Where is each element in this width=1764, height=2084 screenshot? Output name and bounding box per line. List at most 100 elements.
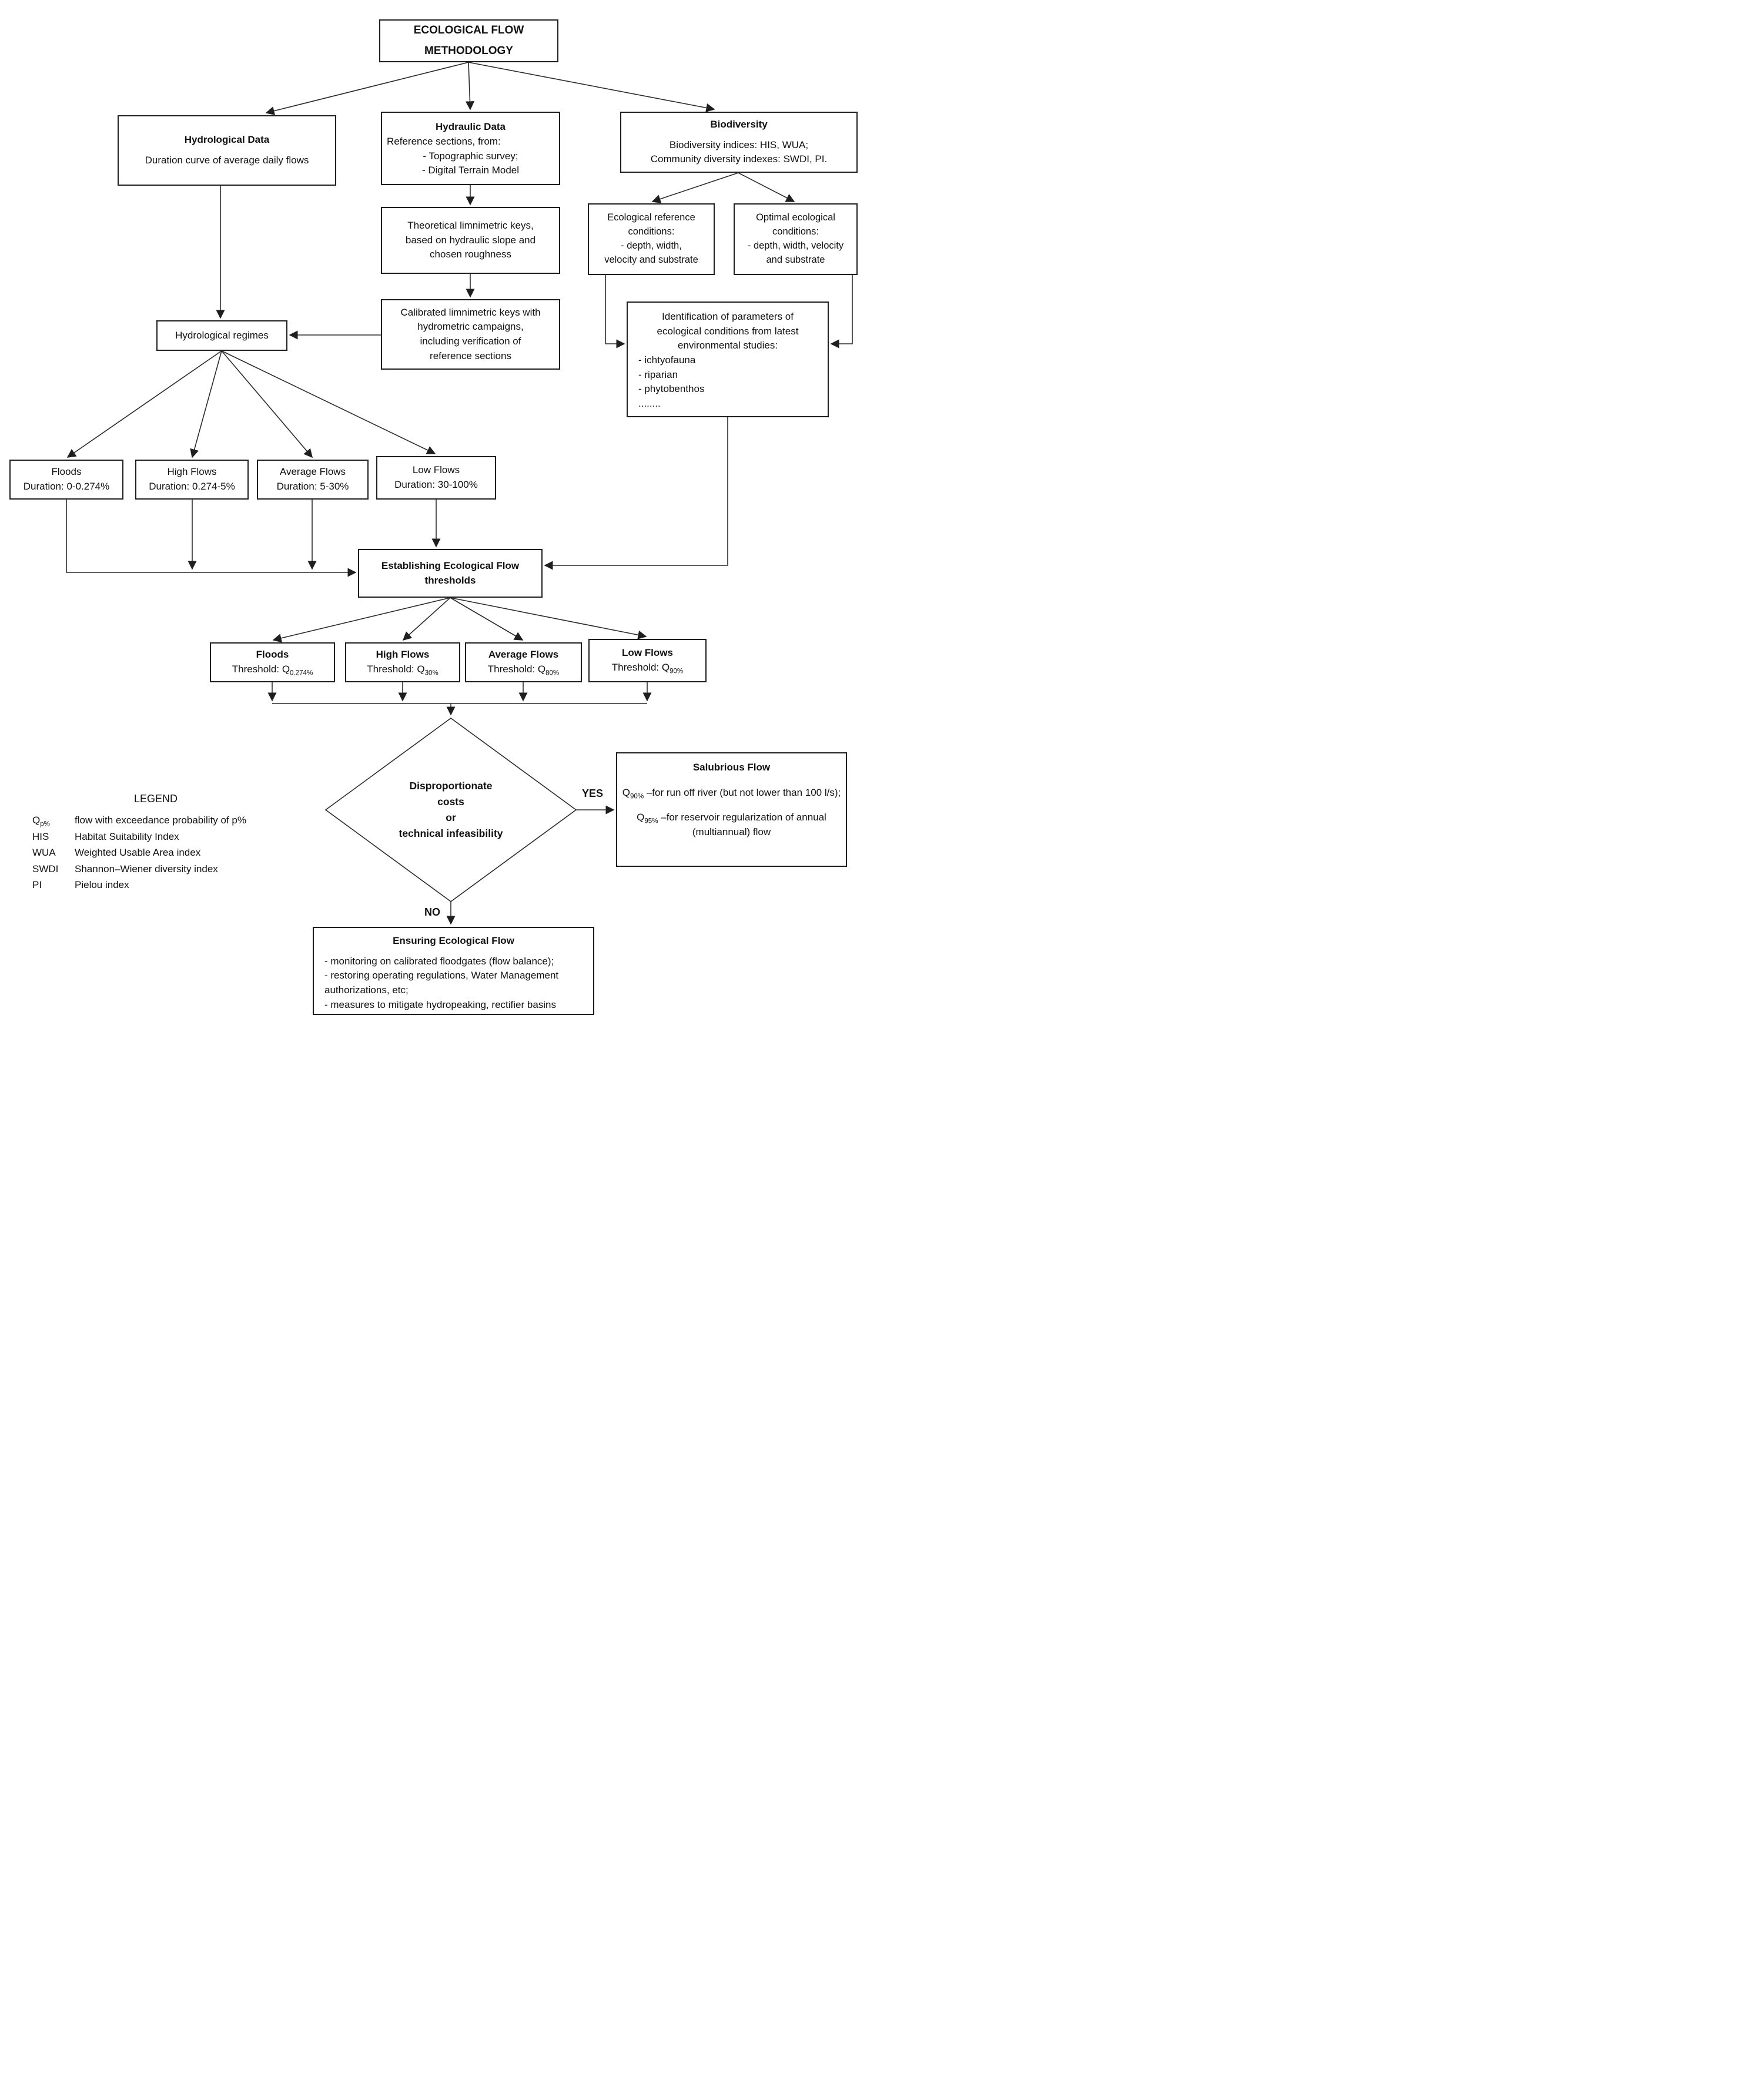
node-optimal-ecological: Optimal ecological conditions: - depth, … <box>734 203 858 275</box>
arrow-floods-to-establishing <box>66 500 357 577</box>
node-subtitle: Duration: 0-0.274% <box>23 481 110 492</box>
legend-definition: Weighted Usable Area index <box>75 847 201 859</box>
node-hydrological-regimes: Hydrological regimes <box>156 320 287 351</box>
arrow-biodiversity-to-optimal <box>738 172 795 202</box>
decision-line: or <box>446 812 456 823</box>
node-line: ........ <box>638 397 661 409</box>
node-line: chosen roughness <box>430 249 511 260</box>
legend-row: Qp% flow with exceedance probability of … <box>32 812 279 829</box>
node-title: High Flows <box>376 649 430 661</box>
node-subtitle: Duration: 5-30% <box>276 481 349 492</box>
legend-term: WUA <box>32 847 56 859</box>
decision-diamond-text: Disproportionate costs or technical infe… <box>380 758 521 862</box>
legend-term: Qp% <box>32 815 50 828</box>
node-title: Average Flows <box>488 649 559 661</box>
node-line: Community diversity indexes: SWDI, PI. <box>650 153 828 165</box>
arrow-regimes-to-highflows <box>190 350 222 458</box>
arrow-establishing-to-average-thr <box>450 597 524 641</box>
node-line: including verification of <box>420 336 521 347</box>
flowchart-canvas: ECOLOGICAL FLOW METHODOLOGY Hydrological… <box>0 0 882 1042</box>
node-title: Hydraulic Data <box>435 121 506 133</box>
legend-row: HIS Habitat Suitability Index <box>32 829 279 845</box>
q-subscript: 80% <box>545 669 560 677</box>
node-line: ecological conditions from latest <box>657 325 799 337</box>
node-line: - measures to mitigate hydropeaking, rec… <box>324 999 557 1010</box>
node-subtitle: Threshold: Q80% <box>487 664 560 677</box>
arrow-biodiversity-to-ecoref <box>651 172 739 203</box>
legend-definition: Shannon–Wiener diversity index <box>75 863 218 875</box>
node-hydraulic-data: Hydraulic Data Reference sections, from:… <box>381 112 560 185</box>
node-line: based on hydraulic slope and <box>405 234 536 246</box>
node-averageflows-duration: Average Flows Duration: 5-30% <box>257 460 369 500</box>
node-highflows-threshold: High Flows Threshold: Q30% <box>345 642 460 682</box>
node-salubrious-flow: Salubrious Flow Q90% –for run off river … <box>616 752 847 867</box>
node-title: thresholds <box>424 574 476 586</box>
decision-line: technical infeasibility <box>399 827 503 840</box>
salubrious-item: Q95% –for reservoir regularization of an… <box>637 812 826 837</box>
node-floods-duration: Floods Duration: 0-0.274% <box>9 460 123 500</box>
node-line: - phytobenthos <box>638 383 705 395</box>
connector-layer <box>66 62 853 925</box>
node-line: - depth, width, velocity <box>747 240 844 251</box>
node-line: and substrate <box>766 254 825 265</box>
node-line: Identification of parameters of <box>662 311 794 322</box>
no-label: NO <box>424 906 440 918</box>
arrow-optimal-to-identification <box>830 275 853 349</box>
node-subtitle: Threshold: Q0.274% <box>232 664 313 677</box>
node-line: Theoretical limnimetric keys, <box>407 220 534 232</box>
node-calibrated-keys: Calibrated limnimetric keys with hydrome… <box>381 299 560 370</box>
node-hydrological-data: Hydrological Data Duration curve of aver… <box>118 115 336 186</box>
legend-title: LEGEND <box>133 793 178 805</box>
node-biodiversity: Biodiversity Biodiversity indices: HIS, … <box>620 112 858 173</box>
node-line: hydrometric campaigns, <box>417 321 524 333</box>
yes-label: YES <box>582 788 604 799</box>
node-title: Hydrological Data <box>184 134 270 146</box>
q-subscript: p% <box>40 820 50 828</box>
node-line: - monitoring on calibrated floodgates (f… <box>324 955 554 967</box>
node-title: Establishing Ecological Flow <box>381 559 520 571</box>
node-body: Duration curve of average daily flows <box>145 155 309 166</box>
node-lowflows-duration: Low Flows Duration: 30-100% <box>376 456 496 500</box>
node-line: - Topographic survey; <box>423 150 518 162</box>
node-subtitle: Duration: 0.274-5% <box>149 481 235 492</box>
node-line: - riparian <box>638 368 678 380</box>
node-line: velocity and substrate <box>604 254 698 265</box>
arrow-title-to-hydraulic <box>465 62 475 110</box>
legend-row: SWDI Shannon–Wiener diversity index <box>32 861 279 877</box>
title-line: METHODOLOGY <box>424 44 513 57</box>
node-subtitle: Duration: 30-100% <box>394 479 478 490</box>
node-title: Ensuring Ecological Flow <box>393 935 514 946</box>
decision-line: Disproportionate <box>409 779 493 792</box>
node-line: Optimal ecological <box>756 212 835 223</box>
node-line: - restoring operating regulations, Water… <box>324 970 559 996</box>
arrow-identification-to-establishing <box>544 417 728 570</box>
title-line: ECOLOGICAL FLOW <box>413 24 524 37</box>
q-subscript: 90% <box>630 793 644 800</box>
arrow-ecoref-to-identification <box>605 275 625 349</box>
legend-term: HIS <box>32 830 49 842</box>
arrow-regimes-to-lowflows <box>221 350 436 454</box>
q-subscript: 95% <box>644 817 658 825</box>
node-title: Average Flows <box>279 466 346 478</box>
node-title: Hydrological regimes <box>175 329 269 341</box>
node-title: Low Flows <box>622 647 673 659</box>
node-title: Biodiversity <box>710 119 768 130</box>
legend-row: PI Pielou index <box>32 877 279 893</box>
node-averageflows-threshold: Average Flows Threshold: Q80% <box>465 642 582 682</box>
node-line: reference sections <box>430 350 511 361</box>
node-title: Floods <box>256 649 289 661</box>
legend-definition: Pielou index <box>75 879 129 891</box>
arrow-title-to-biodiversity <box>468 62 715 112</box>
node-line: - depth, width, <box>621 240 682 251</box>
q-subscript: 0.274% <box>290 669 313 677</box>
node-floods-threshold: Floods Threshold: Q0.274% <box>210 642 335 682</box>
arrow-regimes-to-averageflows <box>221 350 313 458</box>
decision-line: costs <box>437 795 464 808</box>
legend-term: SWDI <box>32 863 59 875</box>
legend-term: PI <box>32 879 42 891</box>
node-line: - ichtyofauna <box>638 354 696 366</box>
node-ecological-reference: Ecological reference conditions: - depth… <box>588 203 715 275</box>
node-subtitle: Threshold: Q30% <box>367 664 439 677</box>
title-box: ECOLOGICAL FLOW METHODOLOGY <box>379 19 558 62</box>
node-title: Low Flows <box>412 464 460 476</box>
